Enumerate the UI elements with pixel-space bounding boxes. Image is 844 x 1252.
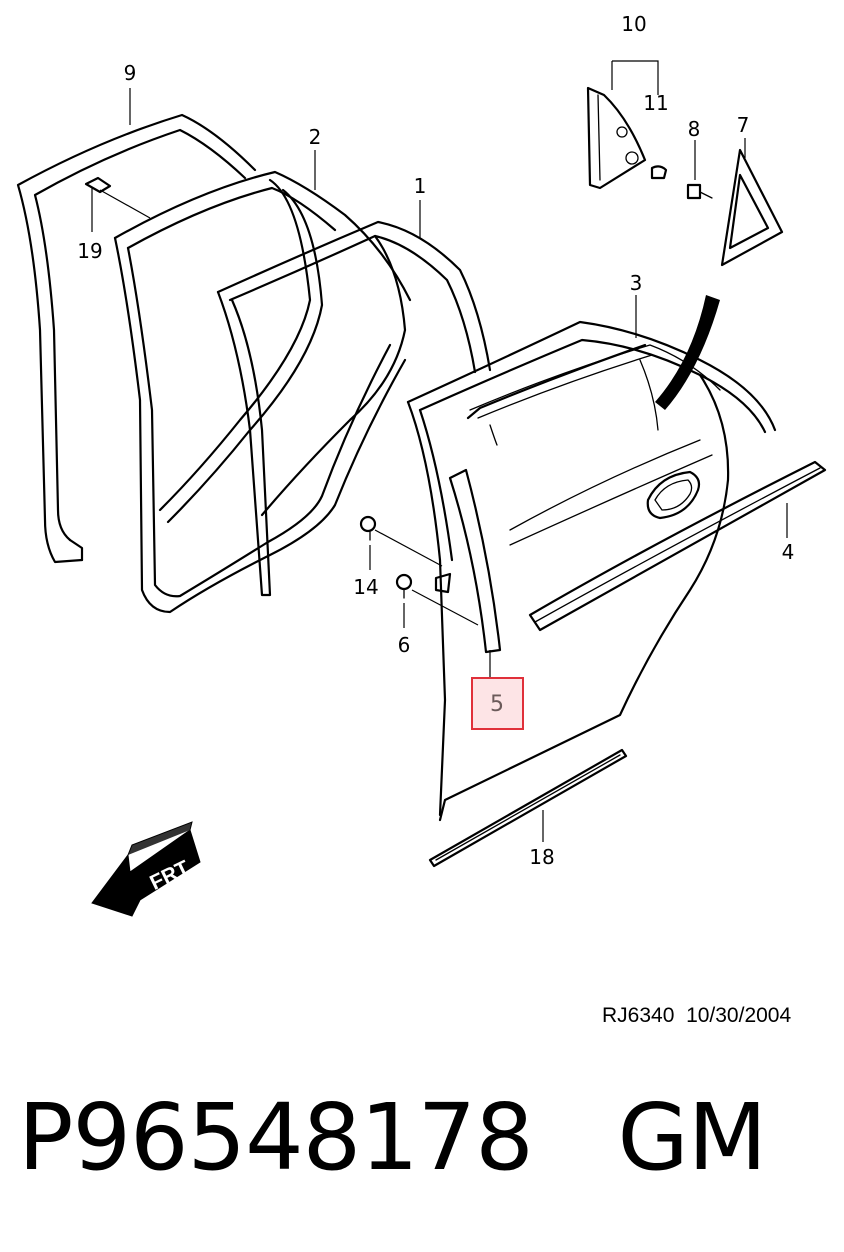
door-shell (406, 320, 777, 822)
part-3-channel (466, 295, 720, 420)
callout-14: 14 (353, 575, 378, 599)
reference-line: RJ6340 10/30/2004 (602, 1004, 791, 1028)
callout-18: 18 (529, 845, 554, 869)
callout-7: 7 (737, 113, 750, 137)
front-direction-arrow: FRT (91, 821, 201, 917)
part-5-applique (434, 468, 502, 654)
leader-lines (129, 60, 788, 842)
part-10-bracket (586, 86, 668, 190)
reference-code: RJ6340 (602, 1004, 675, 1027)
callout-9: 9 (124, 61, 137, 85)
part-5-highlight-box (471, 677, 524, 730)
part-brand: GM (617, 1084, 767, 1191)
part-number: P96548178 (18, 1084, 534, 1191)
callout-5: 5 (490, 692, 504, 717)
callout-6: 6 (398, 633, 411, 657)
part-1-seal (216, 220, 492, 597)
part-19-clip (84, 176, 151, 232)
part-4-molding (528, 460, 827, 632)
callout-4: 4 (782, 540, 795, 564)
callout-8: 8 (688, 117, 701, 141)
part-number-line: P96548178 GM (18, 1092, 767, 1184)
reference-date: 10/30/2004 (686, 1004, 792, 1027)
screws-14-6 (359, 515, 479, 626)
part-2-seal (113, 170, 412, 614)
callout-3: 3 (630, 271, 643, 295)
callout-1: 1 (414, 174, 427, 198)
part-9-weatherstrip (16, 113, 257, 564)
callout-11: 11 (643, 91, 668, 115)
callout-10: 10 (621, 12, 646, 36)
callout-19: 19 (77, 239, 102, 263)
callout-2: 2 (309, 125, 322, 149)
part-7-8-parts (686, 148, 784, 267)
part-18-molding (428, 748, 628, 868)
